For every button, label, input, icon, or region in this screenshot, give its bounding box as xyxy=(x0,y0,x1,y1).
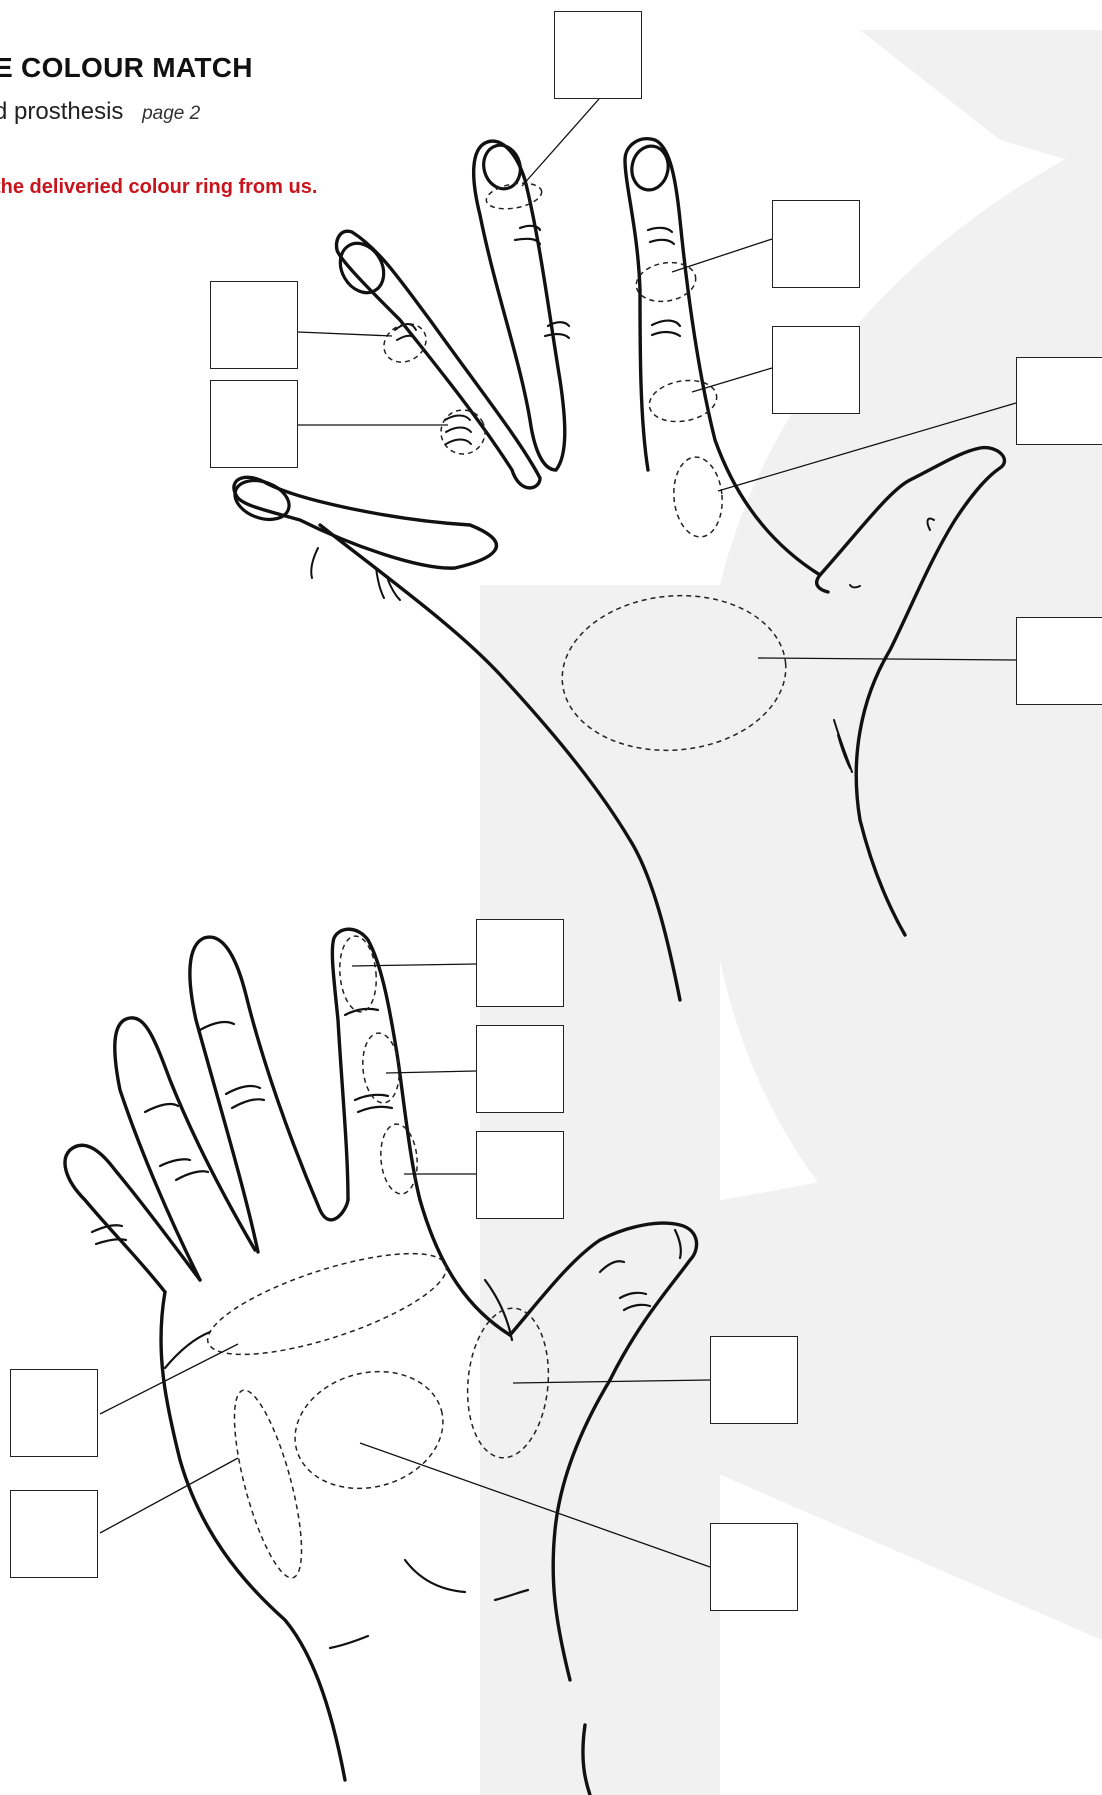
colour-code-box-ring-middle-phalanx[interactable] xyxy=(210,281,298,369)
subtitle-text: d prosthesis xyxy=(0,98,123,125)
colour-code-box-middle-finger-nail[interactable] xyxy=(554,11,642,99)
page-number-label: page 2 xyxy=(142,103,200,124)
colour-code-box-back-of-hand[interactable] xyxy=(1016,617,1102,705)
colour-code-box-palm-index-tip[interactable] xyxy=(476,919,564,1007)
colour-code-box-index-proximal-phalanx[interactable] xyxy=(772,326,860,414)
colour-code-box-hypothenar[interactable] xyxy=(10,1490,98,1578)
colour-code-box-index-middle-phalanx[interactable] xyxy=(772,200,860,288)
colour-ring-instruction: the deliveried colour ring from us. xyxy=(0,176,317,199)
colour-code-box-palm-centre[interactable] xyxy=(710,1523,798,1611)
page-subtitle: d prosthesis page 2 xyxy=(0,98,200,126)
colour-code-box-ring-proximal-phalanx[interactable] xyxy=(210,380,298,468)
colour-code-box-upper-palm[interactable] xyxy=(10,1369,98,1457)
colour-code-box-palm-index-middle[interactable] xyxy=(476,1025,564,1113)
colour-code-box-thenar[interactable] xyxy=(710,1336,798,1424)
colour-code-box-index-knuckle[interactable] xyxy=(1016,357,1102,445)
page-title: E COLOUR MATCH xyxy=(0,52,253,84)
colour-code-box-palm-index-base[interactable] xyxy=(476,1131,564,1219)
